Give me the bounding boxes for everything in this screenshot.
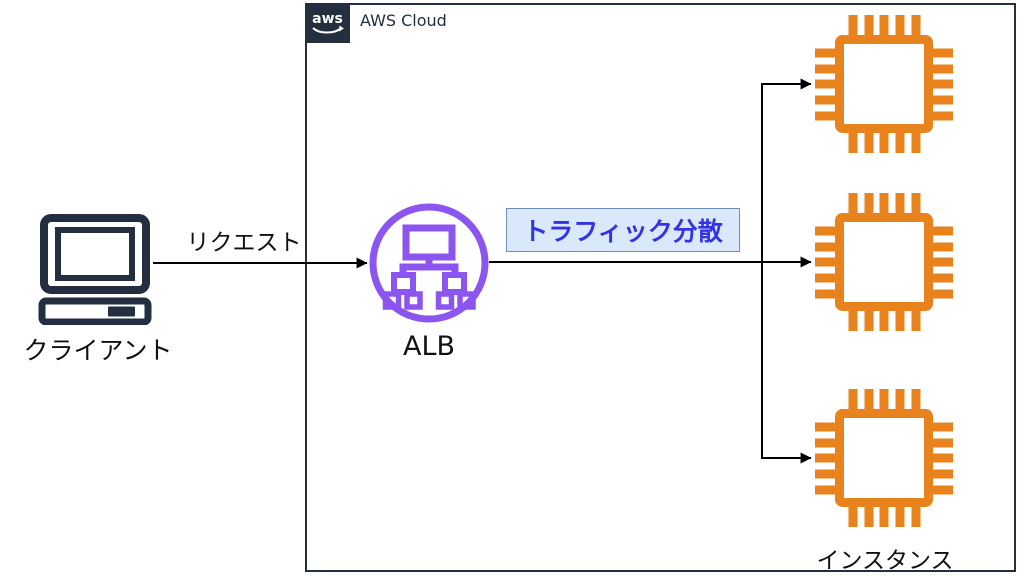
alb-label: ALB xyxy=(402,331,456,362)
instance-chip-icon-1 xyxy=(813,13,955,155)
aws-cloud-boundary xyxy=(305,3,1016,572)
instance-chip-icon-2 xyxy=(813,191,955,333)
arrow-alb-to-instance-3 xyxy=(761,262,812,464)
request-label: リクエスト xyxy=(186,230,302,256)
arrow-alb-to-instance-1 xyxy=(761,78,812,262)
aws-logo: aws xyxy=(305,3,350,43)
aws-cloud-title: AWS Cloud xyxy=(360,11,447,30)
client-computer-icon xyxy=(38,213,152,325)
aws-logo-smile-arrow xyxy=(339,25,344,32)
aws-logo-text: aws xyxy=(312,11,343,27)
instances-label: インスタンス xyxy=(816,548,954,574)
client-label: クライアント xyxy=(23,336,173,365)
aws-logo-smile-icon xyxy=(312,27,342,34)
traffic-distribution-label: トラフィック分散 xyxy=(506,208,740,252)
alb-icon xyxy=(367,201,491,325)
instance-chip-icon-3 xyxy=(813,387,955,529)
